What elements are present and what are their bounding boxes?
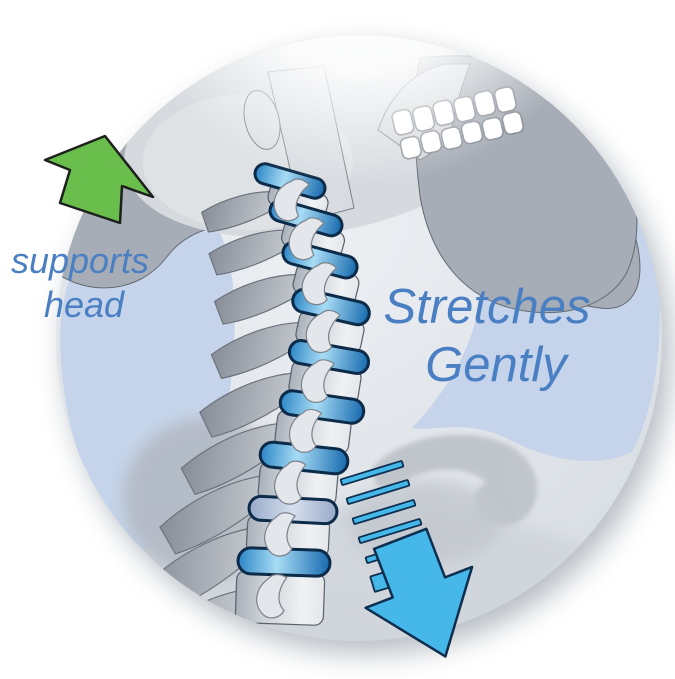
vertebra-spike xyxy=(128,588,250,641)
vertebra-process xyxy=(300,359,335,403)
vertebra-process xyxy=(264,512,296,557)
vertebra-spike xyxy=(159,474,271,555)
stretches-gently-label-line1: Stretches xyxy=(384,280,591,334)
stretches-gently-label-line2: Gently xyxy=(425,338,569,392)
traction-bar xyxy=(351,499,417,525)
supports-head-label-line1: supports xyxy=(11,240,149,281)
supports-head-label-line2: head xyxy=(44,284,125,325)
shoulder-outline-hook xyxy=(372,434,537,526)
vertebra-process xyxy=(289,408,323,453)
traction-arrow-icon xyxy=(364,527,474,658)
traction-bar xyxy=(357,518,423,544)
vertebra-spike xyxy=(213,273,304,325)
support-arrow-icon xyxy=(43,134,155,225)
vertebra-process xyxy=(301,262,338,306)
vertebra-process xyxy=(274,460,307,505)
vertebra-spike xyxy=(208,229,293,276)
traction-bar xyxy=(345,479,411,505)
traction-arrow-shape xyxy=(364,527,474,658)
vertebra-spike xyxy=(210,321,306,380)
vertebra-process xyxy=(256,574,288,619)
vertebra-process xyxy=(305,309,341,354)
traction-bar xyxy=(339,460,405,486)
